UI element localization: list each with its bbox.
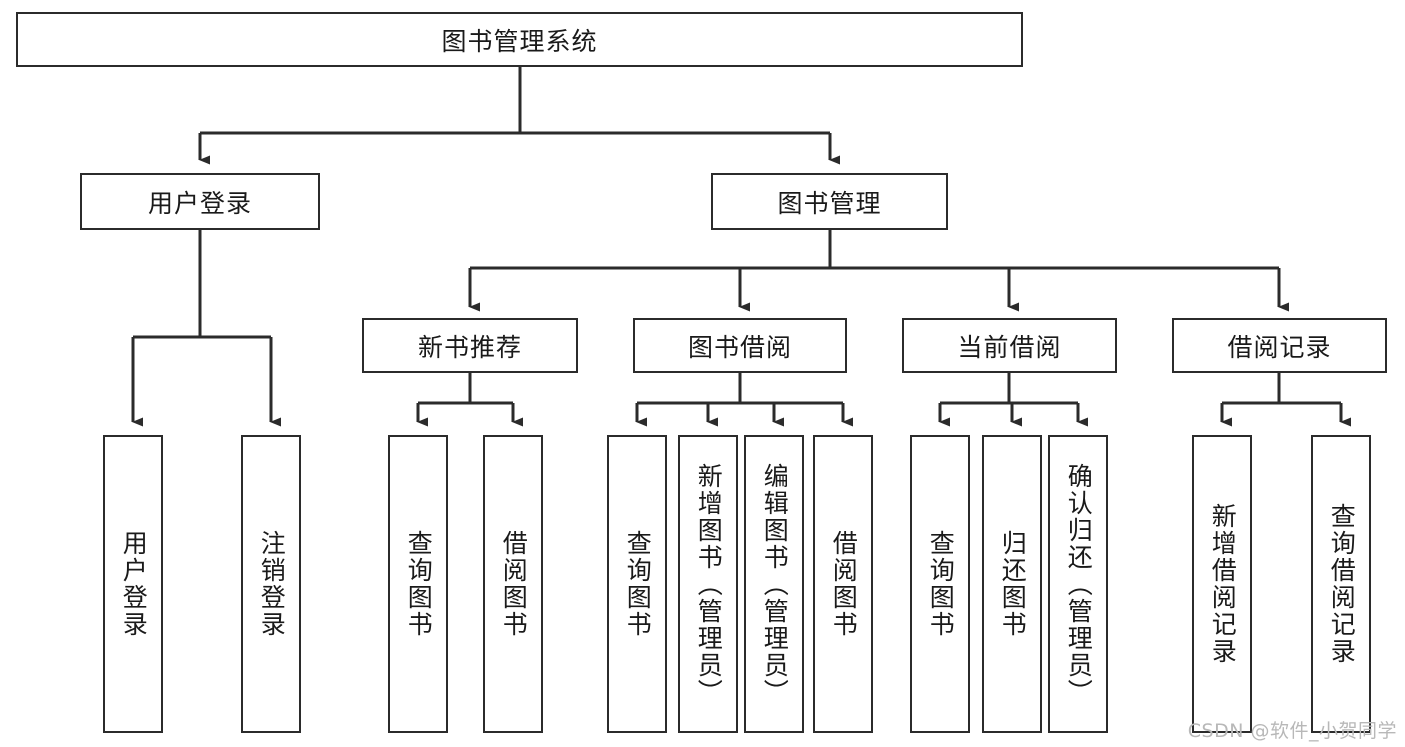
node-book-manage-label: 图书管理 (777, 188, 882, 218)
node-leaf-user-login[interactable]: 用户登录 (103, 435, 163, 733)
node-leaf-borrow-book-1-label: 借阅图书 (499, 530, 529, 638)
node-borrow-record[interactable]: 借阅记录 (1172, 318, 1387, 373)
node-leaf-user-logout[interactable]: 注销登录 (241, 435, 301, 733)
node-leaf-edit-book[interactable]: 编辑图书（管理员） (744, 435, 804, 733)
node-current-borrow[interactable]: 当前借阅 (902, 318, 1117, 373)
node-leaf-add-book[interactable]: 新增图书（管理员） (678, 435, 738, 733)
node-leaf-query-borrow-record[interactable]: 查询借阅记录 (1311, 435, 1371, 733)
node-leaf-query-book-3-label: 查询图书 (926, 530, 956, 638)
node-leaf-borrow-book-2[interactable]: 借阅图书 (813, 435, 873, 733)
node-leaf-return-book[interactable]: 归还图书 (982, 435, 1042, 733)
node-root[interactable]: 图书管理系统 (16, 12, 1023, 67)
node-book-borrow[interactable]: 图书借阅 (633, 318, 847, 373)
node-new-book-recommend-label: 新书推荐 (417, 332, 522, 362)
node-user-login[interactable]: 用户登录 (80, 173, 320, 230)
node-leaf-borrow-book-1[interactable]: 借阅图书 (483, 435, 543, 733)
node-leaf-query-book-2[interactable]: 查询图书 (607, 435, 667, 733)
node-leaf-add-borrow-record[interactable]: 新增借阅记录 (1192, 435, 1252, 733)
node-leaf-add-borrow-record-label: 新增借阅记录 (1208, 503, 1238, 665)
node-leaf-borrow-book-2-label: 借阅图书 (829, 530, 859, 638)
node-leaf-edit-book-label: 编辑图书（管理员） (760, 462, 790, 706)
node-book-manage[interactable]: 图书管理 (711, 173, 948, 230)
node-leaf-confirm-return[interactable]: 确认归还（管理员） (1048, 435, 1108, 733)
node-book-borrow-label: 图书借阅 (687, 332, 792, 362)
node-user-login-label: 用户登录 (147, 188, 252, 218)
node-leaf-confirm-return-label: 确认归还（管理员） (1064, 462, 1094, 706)
node-leaf-query-book-1-label: 查询图书 (404, 530, 434, 638)
node-leaf-user-login-label: 用户登录 (119, 530, 149, 638)
node-leaf-user-logout-label: 注销登录 (257, 530, 287, 638)
node-leaf-query-book-1[interactable]: 查询图书 (388, 435, 448, 733)
node-new-book-recommend[interactable]: 新书推荐 (362, 318, 578, 373)
node-leaf-query-book-2-label: 查询图书 (623, 530, 653, 638)
node-leaf-query-borrow-record-label: 查询借阅记录 (1327, 503, 1357, 665)
csdn-watermark: CSDN @软件_小贺同学 (1187, 720, 1397, 742)
node-leaf-add-book-label: 新增图书（管理员） (694, 462, 724, 706)
node-leaf-return-book-label: 归还图书 (998, 530, 1028, 638)
node-borrow-record-label: 借阅记录 (1227, 332, 1332, 362)
node-leaf-query-book-3[interactable]: 查询图书 (910, 435, 970, 733)
node-root-label: 图书管理系统 (441, 26, 598, 56)
node-current-borrow-label: 当前借阅 (957, 332, 1062, 362)
